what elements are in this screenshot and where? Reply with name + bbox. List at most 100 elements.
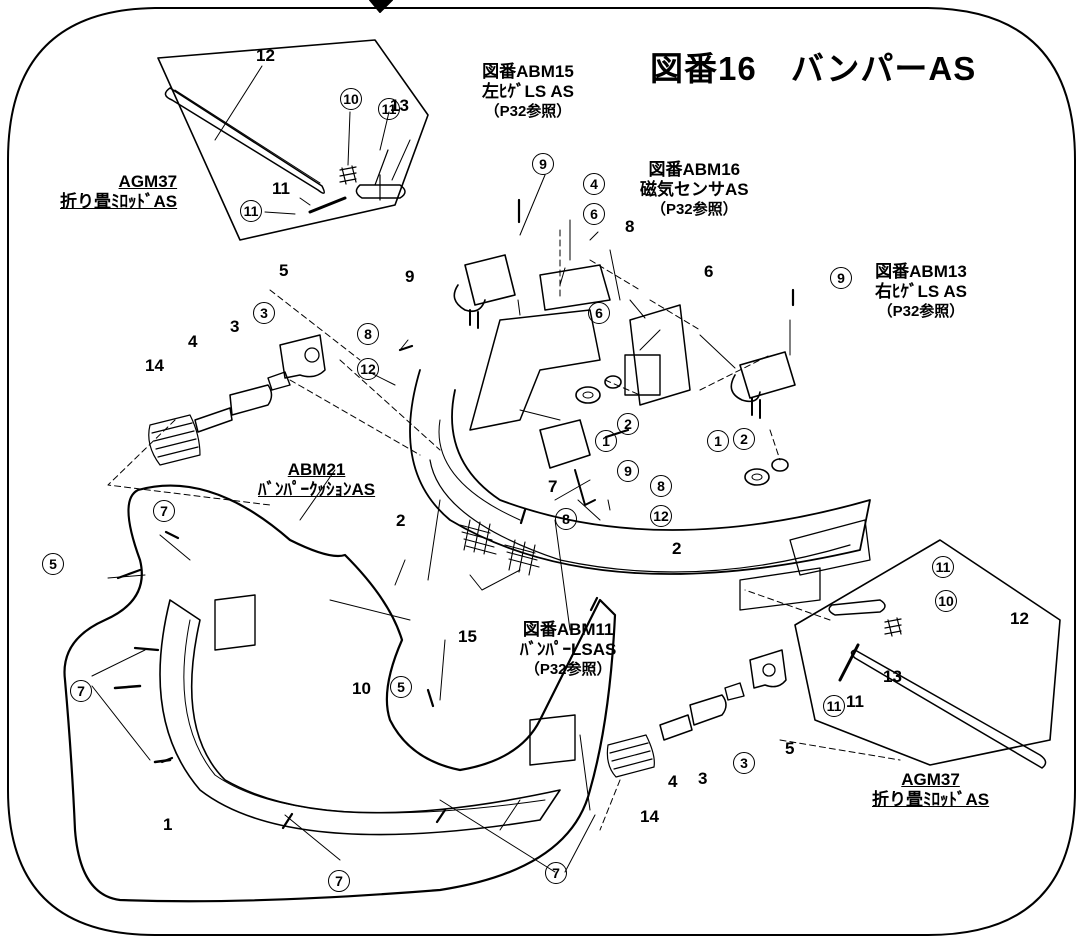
washer-1-right [744,468,770,486]
agm37-bottom-outline [794,539,1061,766]
spring-14-right [606,734,655,778]
spring-15-left [459,519,497,555]
spring-10-bottom [884,617,902,637]
clip-13-top [355,184,406,199]
part-number-6: 6 [704,262,714,281]
ref-abm15: 図番ABM15 左ﾋｹﾞLS AS （P32参照） [482,62,574,121]
part-number-5-right: 5 [785,739,795,758]
ref-abm21-line2: ﾊﾞﾝﾊﾟｰｸｯｼｮﾝAS [258,480,376,500]
pin-11-bottom [838,643,860,682]
circled-2-right: 2 [733,428,755,450]
right-switch-body [730,351,796,403]
circled-6-top: 6 [583,203,605,225]
circled-1-right: 1 [707,430,729,452]
part-number-11-right: 11 [846,692,864,711]
ref-abm21: ABM21 ﾊﾞﾝﾊﾟｰｸｯｼｮﾝAS [258,460,375,501]
ref-agm37-top: AGM37 折り畳ﾐﾛｯﾄﾞAS [60,172,177,213]
circled-7-bottom-right: 7 [545,862,567,884]
bracket-plate [469,309,601,431]
circled-5-left: 5 [42,553,64,575]
ref-abm15-line3: （P32参照） [484,102,572,120]
ref-agm37-bottom: AGM37 折り畳ﾐﾛｯﾄﾞAS [872,770,989,811]
ref-agm37-bottom-line2: 折り畳ﾐﾛｯﾄﾞAS [872,790,990,810]
ref-abm11: 図番ABM11 ﾊﾞﾝﾊﾟｰLSAS （P32参照） [520,620,616,679]
shaft-3-left [229,384,273,416]
part-number-4: 4 [188,332,198,351]
dashed-guides [107,229,901,831]
washer-2-right [771,458,789,472]
circled-3-left: 3 [253,302,275,324]
circled-11-top-b: 11 [240,200,262,222]
ref-agm37-top-line1: AGM37 [118,172,178,191]
circled-9-mid: 9 [617,460,639,482]
circled-6-mid: 6 [588,302,610,324]
outer-frame [7,7,1076,936]
part-number-3: 3 [230,317,240,336]
circled-10-right: 10 [935,590,957,612]
part-number-11: 11 [272,179,290,198]
ref-abm13: 図番ABM13 右ﾋｹﾞLS AS （P32参照） [875,262,967,321]
ref-agm37-top-line2: 折り畳ﾐﾛｯﾄﾞAS [60,192,178,212]
part-number-12: 12 [256,46,275,65]
bumper-ls-body [539,419,591,469]
bracket-5-left [279,334,326,379]
shaft-4-left [194,407,233,433]
ref-abm13-line1: 図番ABM13 [875,262,967,281]
top-arrow-mark [369,0,393,13]
pin-11-top [308,196,347,214]
circled-9-right: 9 [830,267,852,289]
page-title: 図番16 バンパーAS [650,50,977,87]
ref-abm16: 図番ABM16 磁気センサAS （P32参照） [640,160,749,219]
part-number-15: 15 [458,627,477,646]
ref-agm37-bottom-line1: AGM37 [901,770,960,789]
part-number-10: 10 [352,679,371,698]
part-number-5: 5 [279,261,289,280]
ref-abm11-line1: 図番ABM11 [522,620,614,639]
abm21-cushion-outline [63,484,617,903]
spring-15-right [504,539,540,576]
circled-1-mid: 1 [595,430,617,452]
part-number-14: 14 [145,356,164,375]
ref-abm15-line1: 図番ABM15 [482,62,574,81]
ref-abm13-line2: 右ﾋｹﾞLS AS [875,282,967,302]
bumper-frame [409,369,871,575]
part-number-2-left: 2 [396,511,406,530]
circled-4-top: 4 [583,173,605,195]
circled-9-top: 9 [532,153,554,175]
washer-2-top [604,375,622,389]
circled-7-upper: 7 [153,500,175,522]
part-number-7: 7 [548,477,558,496]
spring-10-top [339,165,357,185]
circled-7-left: 7 [70,680,92,702]
ref-abm15-line2: 左ﾋｹﾞLS AS [482,82,574,102]
circled-8-mid: 8 [650,475,672,497]
circled-12-left: 12 [357,358,379,380]
part-number-9: 9 [405,267,415,286]
bracket-5-right [749,649,787,689]
ref-abm11-line2: ﾊﾞﾝﾊﾟｰLSAS [520,640,617,660]
circled-11-right-b: 11 [823,695,845,717]
circled-12-mid: 12 [650,505,672,527]
shaft-4-right [659,714,693,741]
cushion-body [159,599,561,836]
circled-11-top-a: 11 [378,98,400,120]
circled-3-right: 3 [733,752,755,774]
ref-abm21-line1: ABM21 [287,460,346,479]
circled-8-low: 8 [555,508,577,530]
part-number-13-right: 13 [883,667,902,686]
ref-abm13-line3: （P32参照） [877,302,965,320]
rod-12-top [164,87,325,194]
circled-10-top: 10 [340,88,362,110]
part-number-1: 1 [163,815,173,834]
agm37-top-outline [157,39,429,241]
ref-abm16-line1: 図番ABM16 [648,160,741,179]
leader-lines [91,174,791,873]
rod-12-bottom [850,649,1047,769]
part-number-2-right: 2 [672,539,682,558]
shaft-3-right [689,694,727,726]
circled-5-mid: 5 [390,676,412,698]
screws [116,198,795,830]
circled-2-mid: 2 [617,413,639,435]
